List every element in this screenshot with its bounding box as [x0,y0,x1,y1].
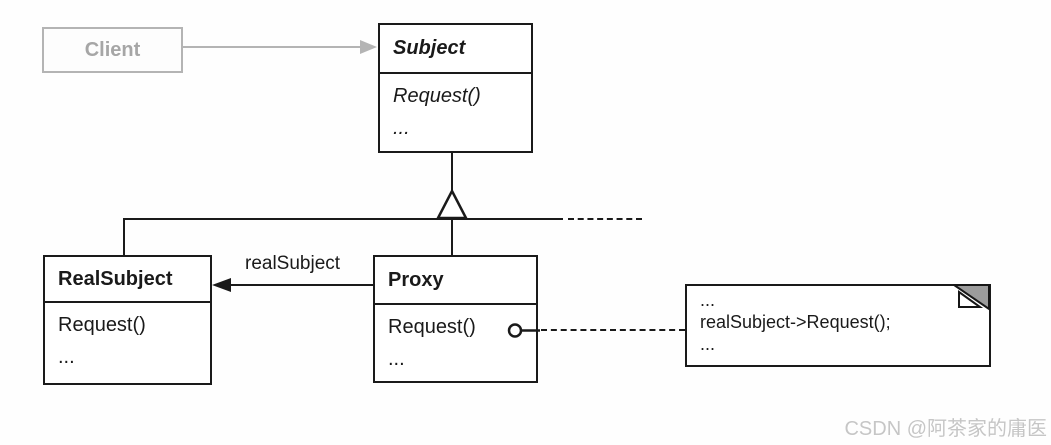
subject-method-request: Request() [393,85,481,107]
association-line [228,284,374,286]
realsubject-class-box: RealSubject Request() ... [43,255,212,385]
client-subject-arrowhead-icon [360,40,377,54]
client-class-box: Client [42,27,183,73]
proxy-method-ellipsis: ... [388,348,405,370]
inheritance-triangle-icon [436,189,468,220]
client-subject-arrow-line [183,46,362,48]
note-dogear-icon [953,284,990,311]
note-line-3: ... [700,334,716,354]
realsubject-method-ellipsis: ... [58,346,75,368]
csdn-watermark: CSDN @阿茶家的庸医 [844,418,1047,440]
association-label: realSubject [245,253,341,274]
proxy-class-box: Proxy Request() ... [373,255,538,383]
annotation-dashed-line [541,329,685,331]
note-line-1: ... [700,290,716,310]
subject-method-ellipsis: ... [393,117,410,139]
client-class-name: Client [84,38,141,61]
proxy-inheritance-drop [451,220,453,255]
annotation-circle-connector-icon [507,323,540,338]
code-note-box: ... realSubject->Request(); ... [685,284,991,367]
note-line-2: realSubject->Request(); [700,312,891,332]
realsubject-class-name: RealSubject [45,257,210,303]
subject-class-box: Subject Request() ... [378,23,533,153]
association-arrowhead-icon [212,278,231,292]
proxy-method-request: Request() [388,316,476,338]
realsubject-method-request: Request() [58,314,146,336]
subject-class-name: Subject [380,25,531,74]
inheritance-continuation-dashes [568,218,642,220]
subject-inheritance-stem [451,153,453,191]
inheritance-horizontal-line [123,218,563,220]
realsubject-inheritance-drop [123,220,125,255]
proxy-class-name: Proxy [375,257,536,305]
